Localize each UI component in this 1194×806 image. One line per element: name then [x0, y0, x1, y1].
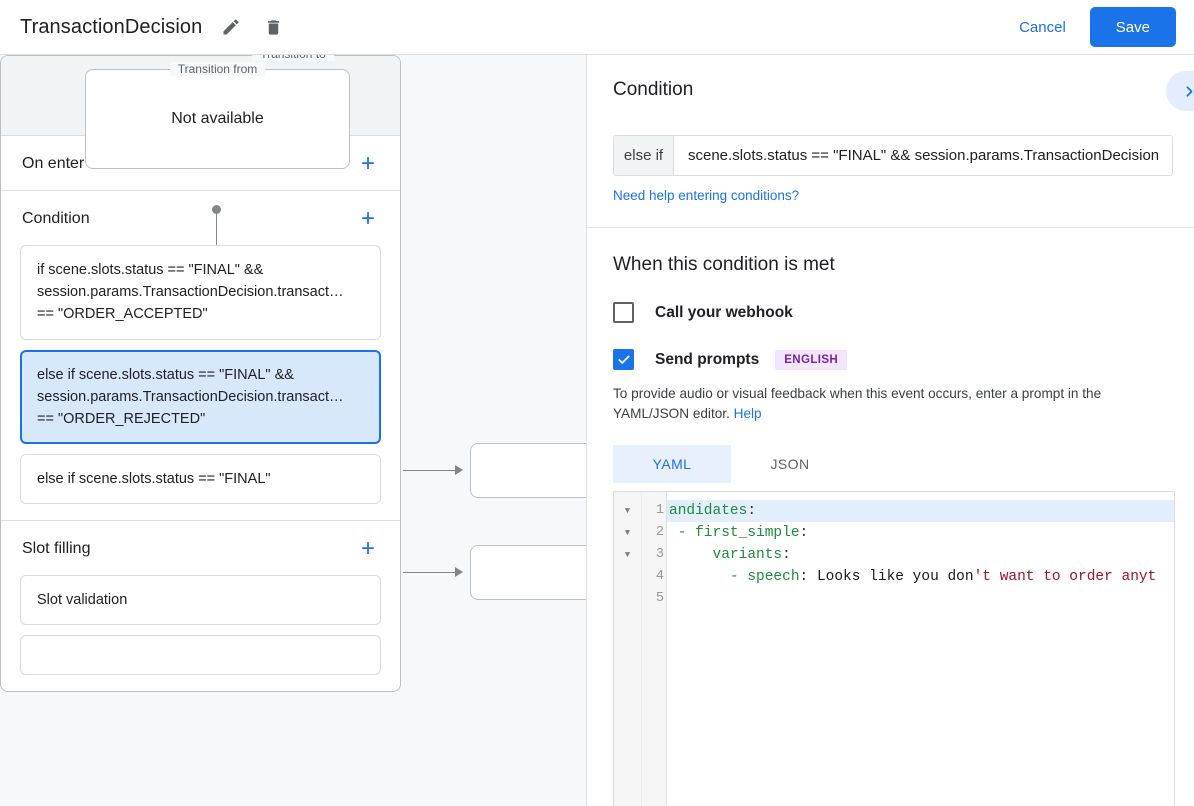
condition-section-header: Condition [587, 71, 1194, 111]
section-header-condition: Condition + [1, 191, 400, 245]
code-token: andidates [669, 503, 748, 520]
add-condition-button[interactable]: + [356, 207, 380, 231]
call-webhook-checkbox[interactable] [613, 302, 634, 323]
condition-input-row[interactable]: else if [613, 135, 1173, 176]
when-condition-met-section: When this condition is met Call your web… [587, 228, 1194, 806]
condition-edge-line [403, 572, 461, 573]
condition-edge-arrow [455, 567, 463, 577]
section-slot-filling: Slot filling + Slot validation [1, 521, 400, 691]
fold-spacer [614, 588, 641, 610]
send-prompts-label: Send prompts [655, 350, 760, 368]
line-number: 5 [655, 591, 664, 607]
add-slot-filling-button[interactable]: + [356, 537, 380, 561]
line-number: 4 [655, 569, 664, 585]
code-token: 't want to order anyt [973, 569, 1157, 586]
add-on-enter-button[interactable]: + [356, 152, 380, 176]
code-token [669, 547, 713, 563]
condition-heading: Condition [613, 79, 694, 100]
tab-json[interactable]: JSON [731, 445, 849, 483]
transition-from-card: Transition from Not available [85, 62, 350, 169]
editor-fold-column[interactable]: ▼ ▼ ▼ [614, 492, 642, 806]
top-bar: TransactionDecision Cancel Save [0, 0, 1194, 55]
condition-section: Condition else if Need help entering con… [587, 55, 1194, 228]
code-token: : [747, 503, 757, 520]
code-token: Looks like you don [816, 569, 974, 586]
code-line[interactable]: variants: [667, 544, 1174, 566]
line-number: 1 [655, 503, 664, 519]
code-line[interactable]: - speech: Looks like you don't want to o… [667, 566, 1174, 588]
fold-toggle-icon[interactable]: ▼ [624, 506, 631, 517]
section-header-slot-filling: Slot filling + [1, 521, 400, 575]
editor-code-area[interactable]: andidates: - first_simple: variants: - s… [667, 492, 1174, 806]
tab-yaml[interactable]: YAML [613, 445, 731, 484]
prompts-helper-sentence: To provide audio or visual feedback when… [613, 386, 1102, 421]
fold-spacer [614, 566, 641, 588]
code-token: variants [712, 547, 783, 564]
condition-expression-input[interactable] [674, 136, 1172, 175]
section-title-condition: Condition [22, 210, 90, 227]
prompts-help-link[interactable]: Help [733, 405, 762, 421]
condition-edge-arrow [455, 465, 463, 475]
line-number: 3 [655, 547, 664, 563]
section-condition: Condition + if scene.slots.status == "FI… [1, 191, 400, 522]
code-line[interactable] [667, 588, 1174, 610]
slot-filling-item-partial[interactable] [20, 635, 381, 676]
when-condition-met-heading: When this condition is met [613, 254, 835, 275]
condition-item[interactable]: else if scene.slots.status == "FINAL" &&… [20, 349, 381, 445]
transition-from-legend: Transition from [169, 62, 266, 76]
send-prompts-row[interactable]: Send prompts ENGLISH [613, 349, 1194, 370]
page-title: TransactionDecision [20, 15, 203, 38]
connector-line [216, 210, 217, 265]
code-token: - [669, 525, 696, 542]
condition-item[interactable]: else if scene.slots.status == "FINAL" [20, 454, 381, 505]
fold-toggle-icon[interactable]: ▼ [624, 528, 631, 539]
target-node-box[interactable] [470, 545, 586, 600]
condition-help-link[interactable]: Need help entering conditions? [613, 188, 800, 203]
call-webhook-label: Call your webhook [655, 303, 793, 321]
slot-validation-item[interactable]: Slot validation [20, 575, 381, 626]
condition-item[interactable]: if scene.slots.status == "FINAL" && sess… [20, 245, 381, 340]
send-prompts-checkbox[interactable] [613, 349, 634, 370]
code-token: : [799, 569, 817, 586]
code-token: speech [747, 569, 800, 586]
webhook-row[interactable]: Call your webhook [613, 302, 1194, 323]
trash-icon[interactable] [258, 12, 288, 42]
language-badge: ENGLISH [775, 349, 848, 370]
section-on-enter: On enter + [1, 136, 400, 191]
prompts-helper-text: To provide audio or visual feedback when… [613, 384, 1178, 423]
fold-toggle-icon[interactable]: ▼ [624, 550, 631, 561]
condition-list: if scene.slots.status == "FINAL" && sess… [1, 245, 400, 520]
transition-to-legend: Transition to [252, 55, 334, 61]
flow-canvas[interactable]: Transition from Not available Transition… [0, 55, 586, 806]
cancel-button[interactable]: Cancel [1009, 11, 1076, 44]
condition-edge-line [403, 470, 461, 471]
code-line[interactable]: - first_simple: [667, 522, 1174, 544]
transition-from-value: Not available [171, 110, 264, 127]
editor-line-numbers: 1 2 3 4 5 [642, 492, 667, 806]
code-token: : [782, 547, 791, 564]
save-button[interactable]: Save [1089, 7, 1176, 47]
connector-dot [212, 205, 221, 214]
section-title-slot-filling: Slot filling [22, 540, 91, 558]
code-token: - [669, 569, 748, 586]
chevron-right-icon[interactable] [1166, 71, 1194, 111]
code-token: : [799, 525, 809, 542]
section-header-on-enter: On enter + [1, 136, 400, 190]
details-panel: Condition else if Need help entering con… [586, 55, 1194, 806]
condition-operator-label: else if [614, 136, 674, 175]
yaml-editor[interactable]: ▼ ▼ ▼ 1 2 3 4 5 andidates: - first_simpl… [613, 491, 1175, 806]
slot-filling-list: Slot validation [1, 575, 400, 691]
editor-format-tabs: YAML JSON [613, 445, 1194, 484]
code-line[interactable]: andidates: [667, 500, 1174, 523]
pencil-icon[interactable] [216, 12, 246, 42]
code-token: first_simple [695, 525, 800, 542]
line-number: 2 [655, 525, 664, 541]
section-title-on-enter: On enter [22, 155, 85, 172]
target-node-box[interactable] [470, 443, 586, 498]
